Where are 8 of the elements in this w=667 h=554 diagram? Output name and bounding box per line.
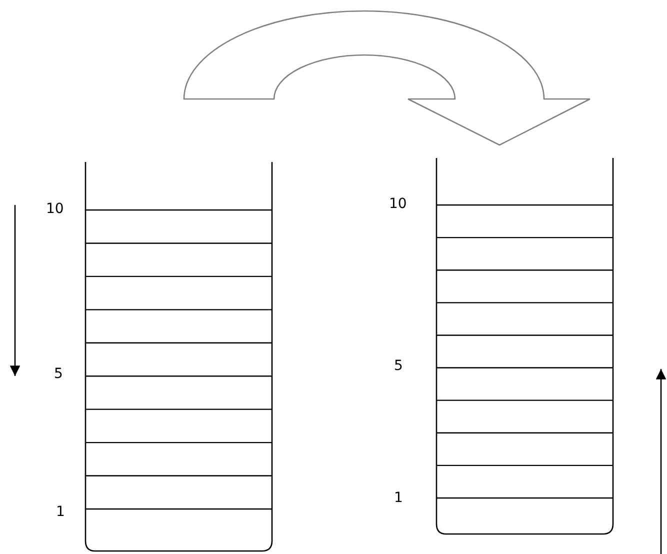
level-number: 5 <box>394 358 403 374</box>
level-number: 1 <box>56 504 65 520</box>
level-number: 5 <box>54 366 63 382</box>
level-number: 10 <box>46 201 64 217</box>
level-number: 10 <box>389 196 407 212</box>
stack-container <box>85 162 273 552</box>
level-number: 1 <box>394 490 403 506</box>
stack-container <box>436 158 614 535</box>
